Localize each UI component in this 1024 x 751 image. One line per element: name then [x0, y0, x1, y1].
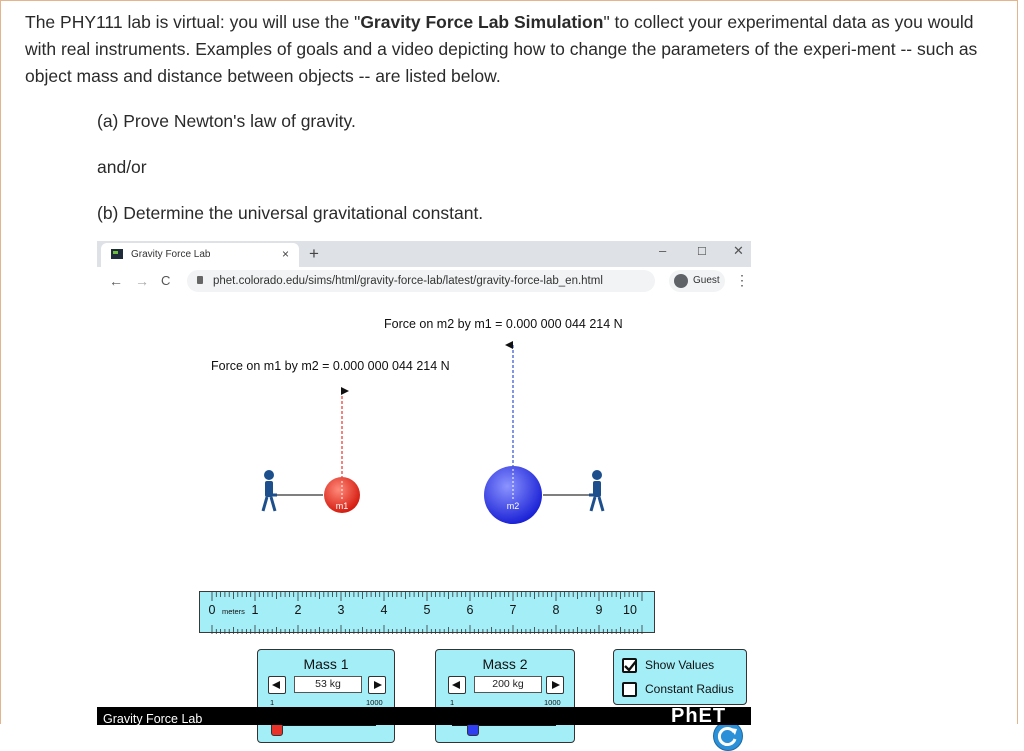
address-bar-row: ← → C phet.colorado.edu/sims/html/gravit…	[97, 267, 751, 297]
maximize-button[interactable]: ☐	[697, 246, 707, 258]
puller-right-icon	[589, 470, 605, 512]
ruler-label: 5	[423, 603, 431, 617]
mass-2-decrease-button[interactable]	[448, 676, 466, 694]
tab-gravity-force-lab[interactable]: Gravity Force Lab ×	[101, 243, 299, 267]
profile-button[interactable]: Guest	[669, 270, 725, 292]
ruler-label: 6	[466, 603, 474, 617]
ruler-label: 10	[623, 603, 637, 617]
goal-a: (a) Prove Newton's law of gravity.	[97, 111, 356, 131]
mass-1-decrease-button[interactable]	[268, 676, 286, 694]
ruler-label: 1	[251, 603, 259, 617]
new-tab-button[interactable]: +	[309, 244, 319, 263]
back-button[interactable]: ←	[109, 273, 123, 289]
ruler-label: 2	[294, 603, 302, 617]
minimize-button[interactable]: –	[659, 243, 667, 258]
browser-menu-icon[interactable]: ⋮	[735, 272, 749, 288]
left-arrow-icon	[272, 681, 280, 689]
forward-button[interactable]: →	[135, 273, 149, 289]
right-arrow-icon	[552, 681, 560, 689]
intro-text-2: " to collect your experimental data as y…	[25, 12, 978, 86]
ruler-label: 4	[380, 603, 388, 617]
ruler-label: 7	[509, 603, 517, 617]
constant-radius-label: Constant Radius	[645, 682, 734, 696]
browser-window: Gravity Force Lab × + – ☐ ✕ ← → C phet.c…	[97, 241, 751, 751]
ruler-label: 9	[595, 603, 603, 617]
ruler[interactable]: 0 meters 1 2 3 4 5 6 7 8 9 10	[199, 591, 655, 634]
ruler-label: 3	[337, 603, 345, 617]
mass-2-label: m2	[507, 501, 520, 511]
intro-paragraph: The PHY111 lab is virtual: you will use …	[25, 9, 985, 90]
mass-2-value: 200 kg	[474, 676, 542, 693]
constant-radius-checkbox[interactable]	[622, 682, 637, 697]
reload-button[interactable]: C	[161, 273, 171, 288]
intro-text-1: The PHY111 lab is virtual: you will use …	[25, 12, 361, 32]
right-arrow-icon	[374, 681, 382, 689]
mass-1-panel: Mass 1 53 kg 1 1000	[257, 649, 395, 743]
tab-title: Gravity Force Lab	[131, 249, 211, 260]
sim-navigation-bar: Gravity Force Lab PhET	[97, 705, 751, 727]
lock-icon	[197, 276, 203, 284]
mass-2-increase-button[interactable]	[546, 676, 564, 694]
phet-logo[interactable]: PhET	[671, 705, 727, 727]
left-arrow-icon	[452, 681, 460, 689]
person-icon	[674, 274, 688, 288]
show-values-checkbox[interactable]	[622, 658, 637, 673]
force-arrow-m1	[341, 387, 349, 487]
sim-scene: m1 m2	[261, 341, 605, 524]
sim-bottom-title: Gravity Force Lab	[103, 712, 203, 726]
simulation-area: Force on m2 by m1 = 0.000 000 044 214 N …	[97, 297, 751, 751]
mass-1-increase-button[interactable]	[368, 676, 386, 694]
ruler-ticks	[211, 592, 643, 634]
mass-2-min-label: 1	[450, 698, 455, 707]
mass-2-title: Mass 2	[482, 656, 528, 672]
show-values-label: Show Values	[645, 658, 715, 672]
options-panel: Show Values Constant Radius	[613, 649, 747, 705]
close-window-button[interactable]: ✕	[733, 243, 744, 258]
profile-label: Guest	[693, 275, 720, 286]
url-field[interactable]: phet.colorado.edu/sims/html/gravity-forc…	[187, 270, 655, 292]
mass-1-label: m1	[336, 501, 349, 511]
mass-1-value: 53 kg	[294, 676, 362, 693]
ruler-label: 8	[552, 603, 560, 617]
goal-andor: and/or	[97, 157, 147, 177]
tab-close-icon[interactable]: ×	[281, 247, 289, 261]
mass-2-panel: Mass 2 200 kg 1 1000	[435, 649, 575, 743]
force-m2-readout: Force on m2 by m1 = 0.000 000 044 214 N	[384, 317, 623, 331]
mass-2-max-label: 1000	[544, 698, 561, 707]
mass-1-max-label: 1000	[366, 698, 383, 707]
sim-name: Gravity Force Lab Simulation	[360, 12, 604, 32]
ruler-zero-label: 0	[208, 603, 216, 617]
mass-1-title: Mass 1	[303, 656, 349, 672]
ruler-unit-label: meters	[222, 607, 245, 616]
mass-1-min-label: 1	[270, 698, 275, 707]
tab-bar: Gravity Force Lab × + – ☐ ✕	[97, 241, 751, 267]
url-text: phet.colorado.edu/sims/html/gravity-forc…	[213, 275, 603, 287]
goal-b: (b) Determine the universal gravitationa…	[97, 203, 484, 223]
checkmark-icon	[624, 659, 637, 672]
phet-favicon-icon	[111, 249, 123, 259]
force-m1-readout: Force on m1 by m2 = 0.000 000 044 214 N	[211, 359, 450, 373]
force-arrow-m2	[505, 341, 514, 487]
puller-left-icon	[261, 470, 277, 512]
